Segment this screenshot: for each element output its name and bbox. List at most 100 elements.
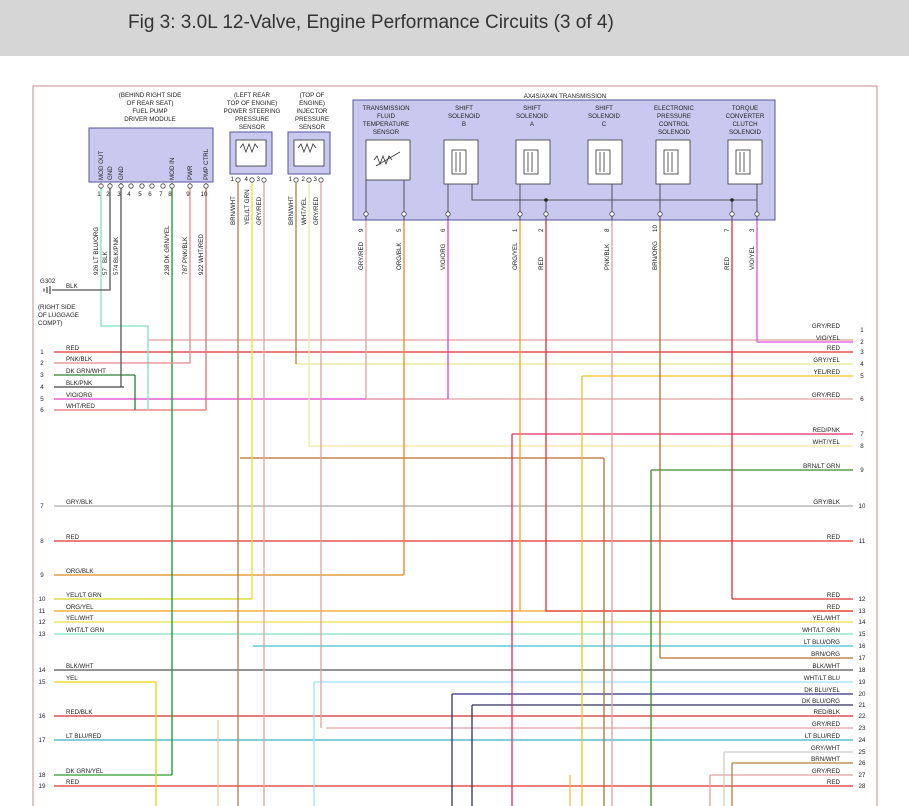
- left-wire-label: LT BLU/RED: [66, 733, 102, 740]
- right-wire-label: RED: [827, 779, 841, 786]
- right-wire-label: RED/PNK: [812, 427, 840, 434]
- right-pin-number: 25: [859, 749, 866, 756]
- fuel-pump-wire-label: LT BLU/ORG: [93, 227, 100, 263]
- inj-wire-label: WHT/YEL: [301, 197, 308, 225]
- right-pin-number: 11: [859, 538, 866, 545]
- left-wire-label: DK GRN/YEL: [66, 768, 104, 775]
- connector-pin: [98, 183, 104, 189]
- right-wire-label: VIO/YEL: [816, 335, 841, 342]
- ps-sensor-caption: SENSOR: [239, 124, 266, 131]
- right-pin-number: 23: [859, 725, 866, 732]
- transmission-component-label: CLUTCH: [732, 121, 757, 128]
- fuel-pump-wire-label: BLK: [102, 250, 109, 263]
- ps-wire-label: GRY/RED: [256, 196, 263, 225]
- ground-location: COMPT): [38, 320, 62, 327]
- right-pin-number: 22: [859, 713, 866, 720]
- right-wire-label: RED: [827, 534, 841, 541]
- solenoid-element: [443, 139, 479, 185]
- fuel-pump-pin-label: PWR: [187, 165, 194, 180]
- fuel-pump-pin-number: 9: [186, 191, 190, 198]
- transmission-component-label: TRANSMISSION: [362, 105, 409, 112]
- right-pin-number: 16: [859, 643, 866, 650]
- right-wire-label: GRY/WHT: [811, 745, 840, 752]
- left-pin-number: 1: [40, 349, 44, 356]
- coil-icon: [451, 149, 467, 175]
- fuel-pump-pin-label: GND: [118, 166, 125, 180]
- connector-pin: [128, 183, 134, 189]
- inj-sensor-caption: PRESSURE: [295, 116, 329, 123]
- right-wire-label: GRY/YEL: [813, 357, 840, 364]
- transmission-wire-label: VIO/YEL: [749, 245, 756, 270]
- transmission-wire-label: ORG/BLK: [396, 242, 403, 270]
- fuel-pump-pin-label: MOD OUT: [98, 151, 105, 180]
- right-wire-label: BLK/WHT: [812, 663, 840, 670]
- circuit-number: 922: [198, 264, 205, 275]
- right-pin-number: 5: [860, 373, 864, 380]
- transmission-pin-number: 8: [604, 228, 611, 232]
- transmission-component-label: SOLENOID: [658, 129, 691, 136]
- right-wire-label: DK BLU/ORG: [802, 698, 840, 705]
- connector-pin: [187, 183, 193, 189]
- fuel-pump-pin-number: 3: [117, 191, 121, 198]
- connector-pin: [517, 211, 523, 217]
- inj-sensor-caption: INJECTOR: [297, 108, 328, 115]
- connector-pin: [169, 183, 175, 189]
- left-pin-number: 14: [39, 667, 46, 674]
- wire-wht-yel: [308, 183, 314, 447]
- coil-icon: [523, 149, 539, 175]
- solenoid-element: [655, 139, 691, 185]
- connector-pin: [445, 211, 451, 217]
- inj-wire-label: GRY/RED: [313, 196, 320, 225]
- ps-sensor-element: [235, 139, 267, 167]
- fuel-pump-caption: (BEHIND RIGHT SIDE: [119, 92, 181, 99]
- right-wire-label: GRY/RED: [812, 392, 841, 399]
- connector-pin: [203, 183, 209, 189]
- right-wire-label: GRY/RED: [812, 721, 841, 728]
- tft-sensor-element: [365, 139, 411, 181]
- transmission-caption: AX4S/AX4N TRANSMISSION: [524, 93, 606, 100]
- transmission-component-label: FLUID: [377, 113, 395, 120]
- transmission-component-label: CONTROL: [659, 121, 690, 128]
- left-wire-label: YEL/WHT: [66, 615, 94, 622]
- fuel-pump-pin-number: 6: [148, 191, 152, 198]
- transmission-wire-label: GRY/RED: [358, 241, 365, 270]
- fuel-pump-pin-number: 1: [97, 191, 101, 198]
- connector-pin: [318, 177, 324, 183]
- right-pin-number: 20: [859, 691, 866, 698]
- left-pin-number: 17: [39, 737, 46, 744]
- right-wire-label: LT BLU/RED: [805, 733, 841, 740]
- transmission-wire-label: RED: [538, 256, 545, 270]
- ps-wire-label: YEL/LT GRN: [244, 189, 251, 225]
- connector-pin: [160, 183, 166, 189]
- internal-bus: [471, 184, 757, 201]
- connector-pin: [754, 211, 760, 217]
- circuit-number: 574: [113, 264, 120, 275]
- left-wire-label: GRY/BLK: [66, 499, 94, 506]
- transmission-wire-label: ORG/YEL: [512, 242, 519, 270]
- right-pin-number: 9: [860, 467, 864, 474]
- left-pin-number: 12: [39, 619, 46, 626]
- right-wire-label: LT BLU/ORG: [804, 639, 840, 646]
- right-pin-number: 14: [859, 619, 866, 626]
- right-wire-label: GRY/BLK: [813, 499, 841, 506]
- fuel-pump-caption: DRIVER MODULE: [124, 116, 176, 123]
- solenoid-element: [515, 139, 551, 185]
- left-wire-label: BLK/PNK: [66, 380, 93, 387]
- solenoid-element: [587, 139, 623, 185]
- right-wire-label: WHT/LT BLU: [804, 675, 840, 682]
- circuit-number: 238: [164, 264, 171, 275]
- transmission-component-label: TEMPERATURE: [363, 121, 409, 128]
- ground-location: OF LUGGAGE: [38, 312, 79, 319]
- right-pin-number: 3: [860, 349, 864, 356]
- left-pin-number: 9: [40, 572, 44, 579]
- transmission-pin-number: 6: [440, 228, 447, 232]
- right-pin-number: 26: [859, 760, 866, 767]
- transmission-component-label: SENSOR: [373, 129, 400, 136]
- diagram-frame: [32, 85, 878, 806]
- right-pin-number: 2: [860, 339, 864, 346]
- transmission-component-label: SHIFT: [523, 105, 541, 112]
- transmission-component-label: C: [602, 121, 607, 128]
- ps-sensor-caption: (LEFT REAR: [234, 92, 271, 99]
- left-pin-number: 2: [40, 360, 44, 367]
- fuel-pump-pin-number: 8: [168, 191, 172, 198]
